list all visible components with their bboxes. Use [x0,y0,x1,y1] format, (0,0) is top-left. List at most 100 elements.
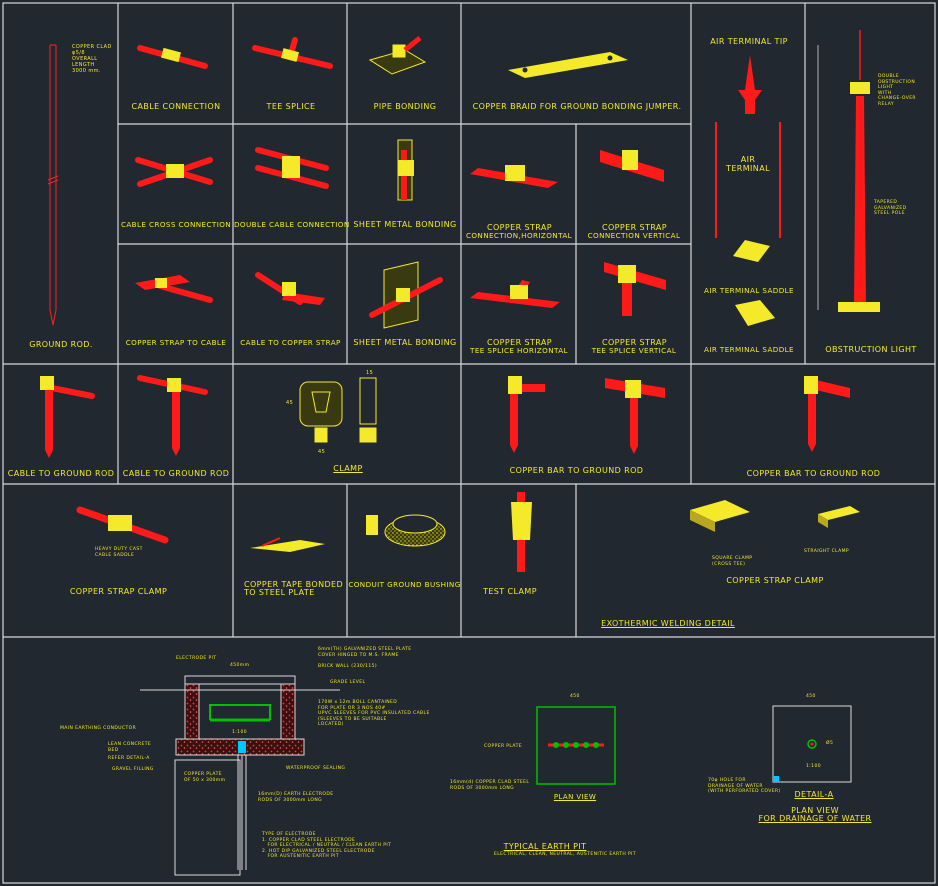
clamp-dim-side: 15 [366,370,374,376]
cable-ground-label-1: CABLE TO GROUND ROD [7,469,115,478]
double-cable-label: DOUBLE CABLE CONNECTION [234,220,350,229]
cable-connection-label: CABLE CONNECTION [131,102,221,111]
detail-dim-label: 450 [806,694,816,699]
obstruction-label: OBSTRUCTION LIGHT [825,345,917,354]
test-clamp-drawing [511,492,532,572]
brick-wall-label: BRICK WALL (230/115) [318,664,377,669]
cable-ground-label-2: CABLE TO GROUND ROD [122,469,230,478]
section-scale: 1:100 [232,730,247,735]
drainage-label: FOR DRAINAGE OF WATER [758,814,872,823]
detail-hole-label: Ø5 [826,741,834,746]
strap-clamp-label-2: COPPER STRAP CLAMP [726,576,824,585]
air-tip-label: AIR TERMINAL TIP [710,37,788,46]
tape-steel-drawing [250,537,325,552]
tee-h-drawing [470,280,560,308]
strap-h-label-2: CONNECTION,HORIZONTAL [465,231,573,240]
plan-view-label: PLAN VIEW [553,793,597,801]
bar-ground-2-drawing [605,378,665,454]
plan-view-drawing [536,706,616,785]
clamp-label: CLAMP [333,464,363,473]
plan-view-2-label: PLAN VIEW [791,806,839,815]
tee-splice-drawing [252,37,333,69]
strap-clamp-label: COPPER STRAP CLAMP [69,587,168,596]
cable-cross-label: CABLE CROSS CONNECTION [120,220,232,229]
air-terminal-drawing [715,55,781,326]
exothermic-label: EXOTHERMIC WELDING DETAIL [601,619,735,628]
pole-note: TAPERED GALVANIZED STEEL POLE [874,200,907,216]
copper-braid-drawing [508,52,628,78]
typical-pit-label: TYPICAL EARTH PIT [503,842,587,851]
clamp-drawing [299,377,377,443]
straight-clamp-note: STRAIGHT CLAMP [804,549,850,554]
tape-steel-label-1: COPPER TAPE BONDED [244,580,344,589]
ground-rod-label: GROUND ROD. [29,340,93,349]
clamp-dim-w: 45 [318,449,326,455]
saddle-note: HEAVY DUTY CAST CABLE SADDLE [95,547,143,558]
tee-v-label-2: TEE SPLICE VERTICAL [591,346,677,355]
air-saddle-label-2: AIR TERMINAL SADDLE [704,345,794,354]
strap-to-cable-drawing [135,275,213,303]
refer-detail-label: REFER DETAIL-A [108,756,150,761]
cable-connection-drawing [137,45,208,69]
strap-h-drawing [470,165,558,188]
bar-ground-label-2: COPPER BAR TO GROUND ROD [746,469,881,478]
pipe-bonding-label: PIPE BONDING [373,102,437,111]
sheet-metal-label: SHEET METAL BONDING [353,220,457,229]
detail-a-drawing [772,705,852,783]
waterproof-label: WATERPROOF SEALING [286,766,346,771]
plan-copper-plate-label: COPPER PLATE [484,744,522,749]
sheet-metal-label-2: SHEET METAL BONDING [353,338,457,347]
sheet-metal-bonding-2-drawing [369,261,443,329]
lean-concrete-label: LEAN CONCRETE BED [108,742,152,753]
grade-level-label: GRADE LEVEL [330,680,366,685]
detail-scale-label: 1:100 [806,764,821,769]
air-saddle-label-1: AIR TERMINAL SADDLE [704,286,794,295]
drain-note: 70φ HOLE FOR DRAINAGE OF WATER (WITH PER… [708,778,781,794]
strap-clamp-drawing [76,506,169,544]
copper-plate-note: COPPER PLATE OF 50 x 300mm [184,772,226,783]
plan-dim-label: 450 [570,694,580,699]
tape-steel-label-2: TO STEEL PLATE [244,588,315,597]
tee-h-label-2: TEE SPLICE HORIZONTAL [470,346,568,355]
sheet-metal-bonding-drawing [397,139,414,201]
electrode-note: 16mm(D) EARTH ELECTRODE RODS OF 3000mm L… [258,792,334,803]
electrode-pit-label: ELECTRODE PIT [176,656,217,661]
ground-rod-note: COPPER CLAD φ5/8 OVERALL LENGTH 3000 mm. [72,44,112,74]
ground-rod-drawing [47,44,59,326]
tee-v-label-1: COPPER STRAP [602,338,667,347]
pipe-bonding-drawing [368,36,427,75]
square-clamp-note: SQUARE CLAMP (CROSS TEE) [712,556,753,567]
cover-note: 6mm(TH) GALVANIZED STEEL PLATE COVER HIN… [318,647,412,658]
conduit-bushing-drawing [366,514,446,547]
cable-to-strap-drawing [255,272,325,305]
bar-ground-3-drawing [804,376,850,452]
typical-pit-sub: ELECTRICAL, CLEAN, NEUTRAL, AUSTENITIC E… [493,852,636,857]
tee-splice-label: TEE SPLICE [266,102,316,111]
type-note: TYPE OF ELECTRODE 1. COPPER CLAD STEEL E… [262,832,392,859]
air-terminal-label: AIR TERMINAL [726,155,770,173]
strap-v-label-2: CONNECTION VERTICAL [587,231,681,240]
cable-cross-drawing [135,157,213,187]
strap-h-label-1: COPPER STRAP [487,223,552,232]
double-cable-drawing [255,147,329,189]
bar-ground-label-1: COPPER BAR TO GROUND ROD [509,466,644,475]
cable-ground-1-drawing [40,376,95,458]
strap-to-cable-label: COPPER STRAP TO CABLE [125,338,227,347]
plan-rod-note: 16mm(d) COPPER CLAD STEEL RODS OF 3000mm… [450,780,530,791]
strap-v-drawing [600,150,664,182]
bar-ground-1-drawing [508,376,545,453]
strip-note: 170W x 12m BOLL CANTAINED FOR PLATE OR 3… [318,700,430,727]
exothermic-drawing [690,500,860,532]
conduit-label: CONDUIT GROUND BUSHING [348,580,461,589]
cable-to-strap-label: CABLE TO COPPER STRAP [240,338,341,347]
pit-dim-label: 450mm [230,663,250,668]
earth-pit-section [140,675,340,876]
tee-v-drawing [604,262,666,316]
obstruction-note: DOUBLE OBSTRUCTION LIGHT WITH CHANGE-OVE… [878,74,916,107]
cable-ground-2-drawing [137,375,208,456]
test-clamp-label: TEST CLAMP [483,587,537,596]
tee-h-label-1: COPPER STRAP [487,338,552,347]
gravel-label: GRAVEL FILLING [112,767,154,772]
